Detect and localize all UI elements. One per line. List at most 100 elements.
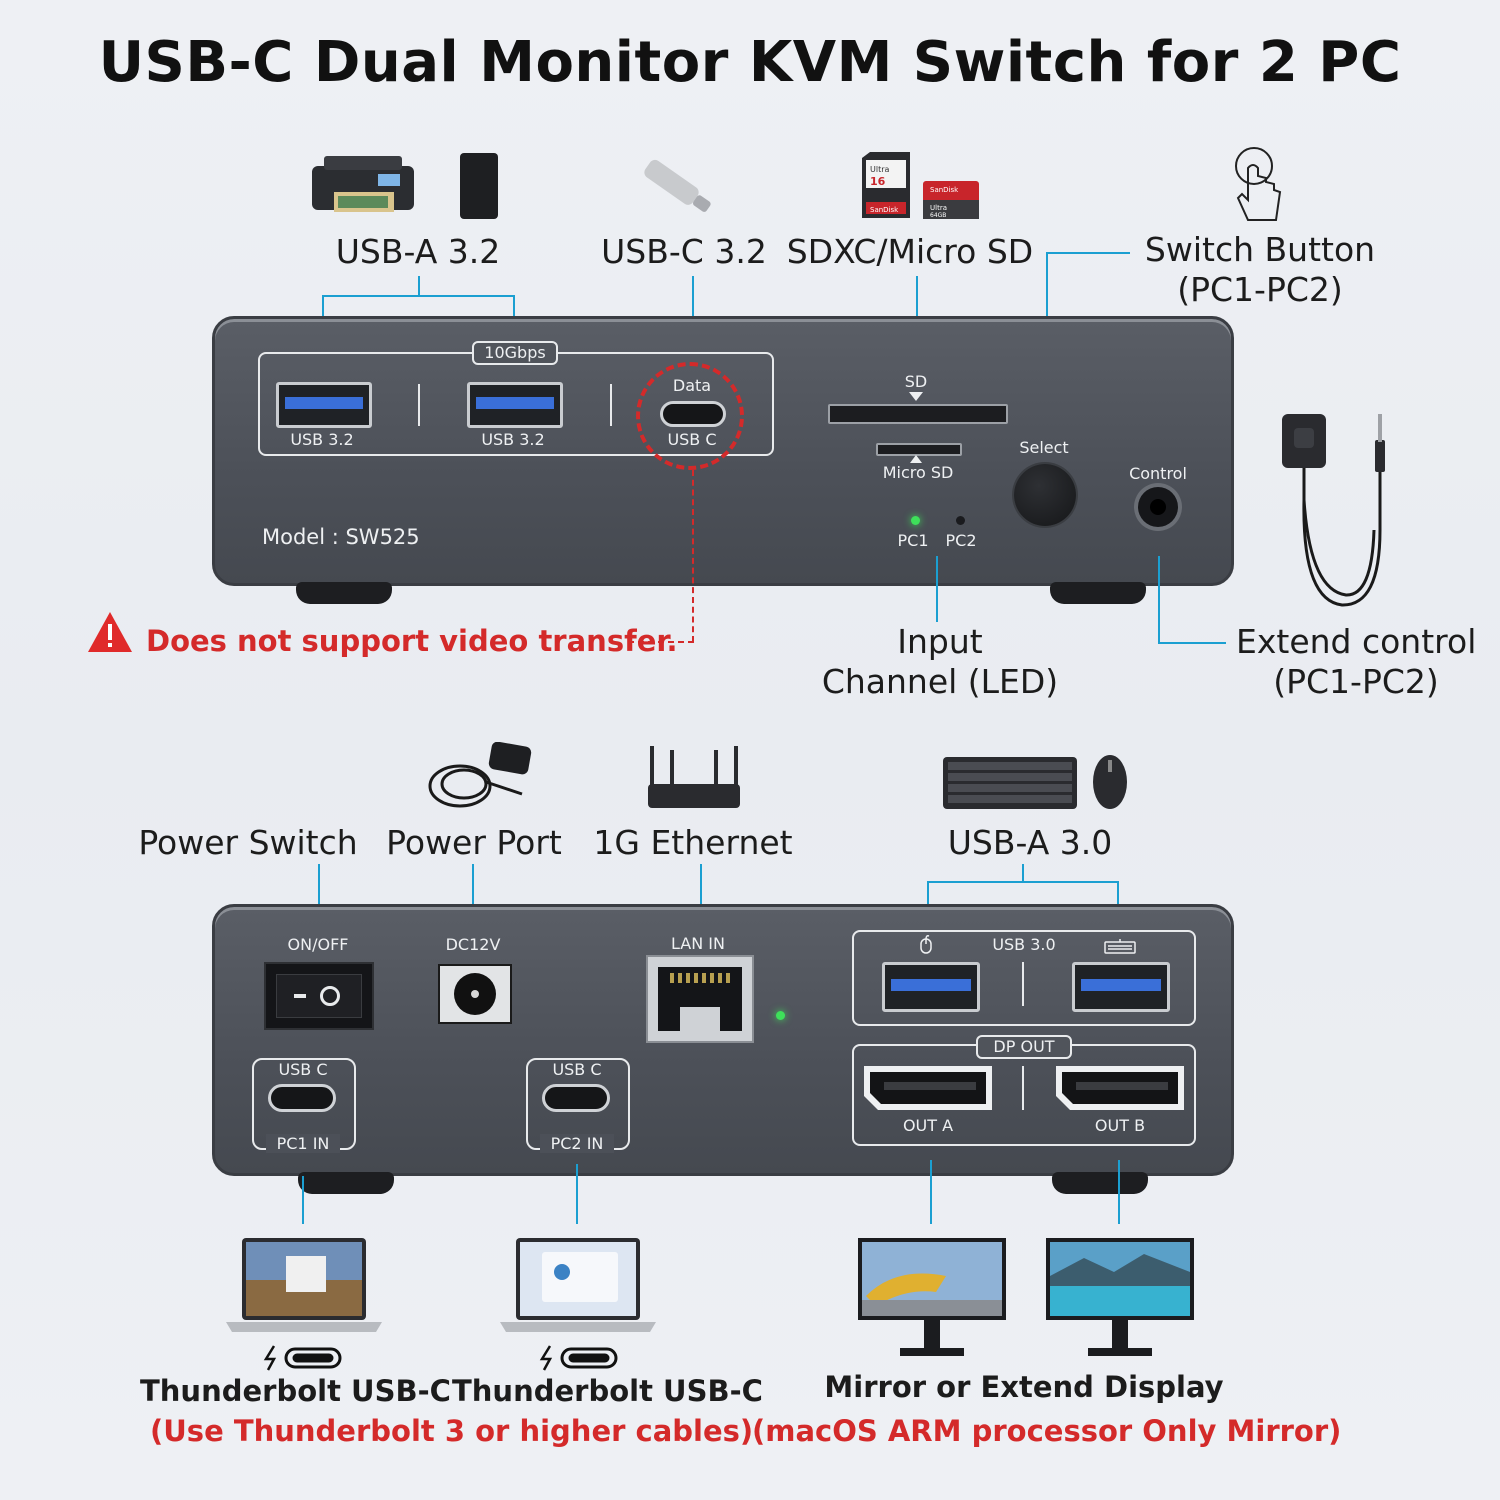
dc12v-label: DC12V bbox=[445, 935, 501, 954]
lan-led bbox=[776, 1011, 785, 1020]
usb-a-port-2[interactable] bbox=[467, 382, 563, 428]
usb-c-data-port[interactable] bbox=[660, 401, 726, 427]
usb32-a-label: USB 3.2 bbox=[290, 430, 354, 449]
callout-warning-vertical bbox=[692, 470, 694, 642]
select-label: Select bbox=[1019, 438, 1069, 457]
switch-button-label: Switch Button bbox=[1144, 230, 1376, 269]
callout-pc2 bbox=[576, 1164, 578, 1224]
usb30-port-keyboard-tongue bbox=[1081, 979, 1161, 991]
callout-input-channel bbox=[936, 556, 938, 622]
microsd-text-capacity: 64GB bbox=[930, 212, 946, 219]
laptop-icon-pc1 bbox=[226, 1236, 382, 1336]
keyboard-icon bbox=[942, 756, 1078, 810]
display-note: (macOS ARM processor Only Mirror) bbox=[752, 1414, 1342, 1448]
power-switch-label: Power Switch bbox=[138, 823, 358, 862]
microsd-text-ultra: Ultra bbox=[930, 204, 947, 212]
callout-sd bbox=[916, 276, 918, 342]
onoff-label: ON/OFF bbox=[287, 935, 349, 954]
usbc2-label: USB C bbox=[552, 1060, 602, 1079]
usb-a-30-label: USB-A 3.0 bbox=[947, 823, 1113, 862]
pc2-led-label: PC2 bbox=[945, 531, 977, 550]
mouse-icon bbox=[1092, 754, 1128, 810]
callout-usb30-left bbox=[927, 881, 929, 925]
lan-label: LAN IN bbox=[671, 934, 725, 953]
front-foot-left bbox=[296, 582, 392, 604]
usb-a-port-1-tongue bbox=[285, 397, 363, 409]
dc-power-jack[interactable] bbox=[438, 964, 512, 1024]
sd-card-slot[interactable] bbox=[828, 404, 1008, 424]
callout-power-port bbox=[472, 864, 474, 934]
callout-warning-horizontal bbox=[628, 641, 694, 643]
lan-port[interactable] bbox=[646, 955, 754, 1043]
callout-usb-c bbox=[692, 276, 694, 342]
lan-port-latch bbox=[680, 1007, 720, 1031]
callout-out-b bbox=[1118, 1160, 1120, 1224]
power-rocker-switch[interactable] bbox=[264, 962, 374, 1030]
sd-card-text-capacity: 16 bbox=[870, 175, 886, 188]
callout-power-switch bbox=[318, 864, 320, 934]
sd-label: SDXC/Micro SD bbox=[786, 232, 1034, 271]
rear-foot-left bbox=[298, 1172, 394, 1194]
rocker-on-mark bbox=[294, 994, 306, 998]
usb-c-pc1-port[interactable] bbox=[268, 1084, 336, 1112]
microsd-arrow bbox=[910, 455, 922, 463]
pc1-led bbox=[911, 516, 920, 525]
hard-drive-icon bbox=[459, 152, 499, 220]
input-channel-label: Input bbox=[897, 622, 983, 661]
usb-a-32-label: USB-A 3.2 bbox=[335, 232, 501, 271]
usb30-port-mouse[interactable] bbox=[882, 962, 980, 1012]
speed-badge: 10Gbps bbox=[472, 341, 558, 365]
control-label: Control bbox=[1129, 464, 1187, 483]
laptop-icon-pc2 bbox=[500, 1236, 656, 1336]
callout-extend-bar bbox=[1158, 642, 1226, 644]
dp-port-b[interactable] bbox=[1054, 1064, 1186, 1112]
control-jack-hole bbox=[1150, 499, 1166, 515]
select-button[interactable] bbox=[1014, 464, 1076, 526]
thunderbolt-label-2: Thunderbolt USB-C bbox=[452, 1374, 763, 1408]
sd-slot-label: SD bbox=[904, 372, 928, 391]
pc1-led-label: PC1 bbox=[897, 531, 929, 550]
sd-card-text-ultra: Ultra bbox=[870, 165, 890, 174]
wired-remote-icon bbox=[1272, 410, 1432, 610]
callout-pc1 bbox=[302, 1176, 304, 1224]
monitor-icon-b bbox=[1044, 1236, 1196, 1360]
usbc-label: USB C bbox=[667, 430, 717, 449]
dc-jack-pin bbox=[471, 990, 479, 998]
usb-c-pc2-port[interactable] bbox=[542, 1084, 610, 1112]
rocker-face bbox=[276, 974, 362, 1018]
hand-pointer-icon bbox=[1230, 146, 1286, 228]
warning-text: Does not support video transfer. bbox=[146, 624, 678, 658]
dp-divider bbox=[1022, 1066, 1024, 1110]
sd-card-text-brand: SanDisk bbox=[870, 206, 899, 214]
callout-usb30-right bbox=[1117, 881, 1119, 925]
callout-usb-a-stem bbox=[418, 276, 420, 296]
usb30-port-keyboard[interactable] bbox=[1072, 962, 1170, 1012]
usbc1-label: USB C bbox=[278, 1060, 328, 1079]
rear-foot-right bbox=[1052, 1172, 1148, 1194]
extend-control-sublabel: (PC1-PC2) bbox=[1273, 662, 1439, 701]
callout-out-a bbox=[930, 1160, 932, 1224]
switch-button-sublabel: (PC1-PC2) bbox=[1177, 270, 1343, 309]
printer-icon bbox=[308, 152, 418, 220]
input-channel-sublabel: Channel (LED) bbox=[821, 662, 1059, 701]
dp-out-badge: DP OUT bbox=[976, 1035, 1072, 1059]
usb30-label: USB 3.0 bbox=[992, 935, 1056, 954]
pc2-led bbox=[956, 516, 965, 525]
callout-extend-stem bbox=[1158, 556, 1160, 644]
microsd-slot-label: Micro SD bbox=[882, 463, 954, 482]
sd-card-icon: Ultra 16 SanDisk bbox=[860, 152, 912, 220]
pc1-in-label: PC1 IN bbox=[266, 1134, 340, 1153]
data-port-highlight bbox=[636, 362, 744, 470]
power-port-label: Power Port bbox=[386, 823, 562, 862]
usb30-port-group bbox=[852, 930, 1196, 1026]
callout-usb30-stem bbox=[1022, 864, 1024, 882]
display-label: Mirror or Extend Display bbox=[824, 1370, 1224, 1404]
usb-c-32-label: USB-C 3.2 bbox=[601, 232, 767, 271]
control-jack[interactable] bbox=[1138, 487, 1178, 527]
warning-icon bbox=[86, 610, 134, 654]
callout-usb-a-bar bbox=[322, 295, 515, 297]
keyboard-silk-icon bbox=[1104, 938, 1136, 954]
dp-port-a[interactable] bbox=[862, 1064, 994, 1112]
usb-a-port-1[interactable] bbox=[276, 382, 372, 428]
rocker-off-mark bbox=[320, 986, 340, 1006]
